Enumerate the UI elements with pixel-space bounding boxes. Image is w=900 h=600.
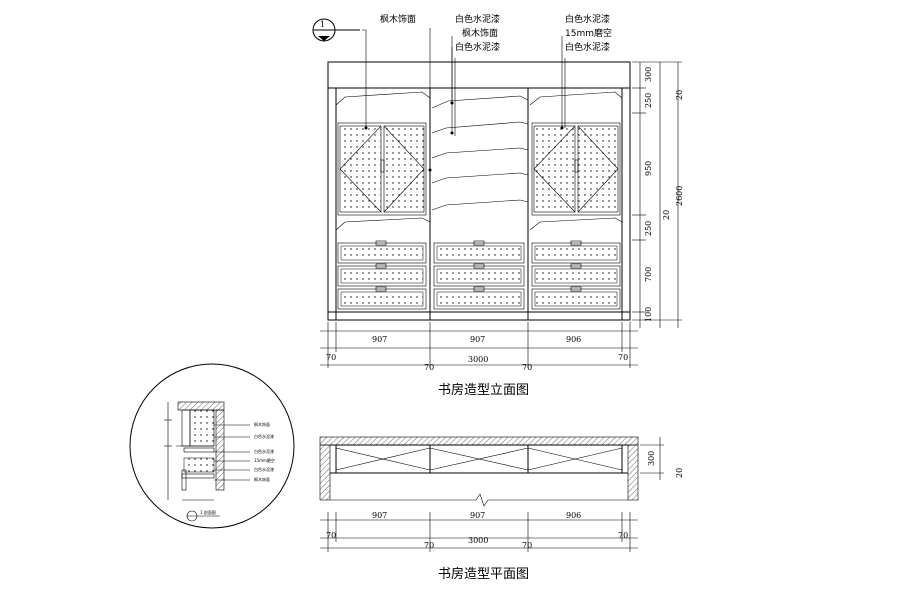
detail-marker: 1 剖面图 <box>186 509 220 522</box>
svg-text:300: 300 <box>644 67 653 82</box>
svg-text:70: 70 <box>424 541 434 550</box>
svg-text:907: 907 <box>470 511 485 520</box>
section-marker: 1 <box>312 18 360 42</box>
svg-text:70: 70 <box>618 353 628 362</box>
svg-text:白色水泥漆: 白色水泥漆 <box>254 448 274 454</box>
svg-text:250: 250 <box>644 93 653 108</box>
svg-text:1: 1 <box>320 20 325 29</box>
svg-text:70: 70 <box>522 363 532 372</box>
elevation-height-dims: 300 250 950 250 700 100 20 2600 20 <box>632 61 684 328</box>
svg-text:70: 70 <box>326 353 336 362</box>
plan-width-dims: 907 907 906 70 70 3000 70 70 <box>320 511 638 552</box>
section-detail: 枫木饰面 白色水泥漆 白色水泥漆 15mm磨空 白色水泥漆 枫木饰面 1 剖面图 <box>129 363 295 529</box>
svg-text:15mm磨空: 15mm磨空 <box>254 457 275 463</box>
total-width-dim: 3000 <box>468 355 488 364</box>
svg-text:枫木饰面: 枫木饰面 <box>254 421 270 427</box>
elevation-width-dims: 907 907 906 70 70 3000 70 70 <box>320 322 638 372</box>
svg-text:950: 950 <box>644 161 653 176</box>
svg-text:白色水泥漆: 白色水泥漆 <box>254 466 274 472</box>
svg-text:100: 100 <box>644 307 653 322</box>
svg-text:300: 300 <box>647 451 656 466</box>
svg-text:20: 20 <box>675 90 684 100</box>
callout-4: 白色水泥漆 <box>455 41 500 53</box>
width-dim-1: 907 <box>372 335 387 344</box>
leader-lines <box>362 28 566 321</box>
callout-6: 15mm磨空 <box>565 27 612 39</box>
svg-text:250: 250 <box>644 221 653 236</box>
svg-text:70: 70 <box>522 541 532 550</box>
elevation-view: 枫木饰面 白色水泥漆 枫木饰面 白色水泥漆 白色水泥漆 15mm磨空 白色水泥漆… <box>312 13 684 398</box>
plan-title: 书房造型平面图 <box>438 566 529 582</box>
detail-circle <box>129 363 295 529</box>
svg-text:70: 70 <box>326 531 336 540</box>
overall-height-dim: 2600 <box>675 186 684 206</box>
width-dim-2: 907 <box>470 335 485 344</box>
callout-1: 枫木饰面 <box>380 13 416 25</box>
svg-text:白色水泥漆: 白色水泥漆 <box>254 433 274 439</box>
elevation-outline <box>327 61 631 321</box>
svg-text:枫木饰面: 枫木饰面 <box>254 476 270 482</box>
plan-depth-dims: 300 20 <box>640 437 684 480</box>
svg-text:907: 907 <box>372 511 387 520</box>
callout-2: 白色水泥漆 <box>455 13 500 25</box>
width-dim-3: 906 <box>566 335 581 344</box>
left-cabinet <box>335 91 431 310</box>
detail-label: 1 剖面图 <box>200 509 216 515</box>
svg-text:3000: 3000 <box>468 536 488 545</box>
svg-text:700: 700 <box>644 267 653 282</box>
callout-7: 白色水泥漆 <box>565 41 610 53</box>
svg-text:906: 906 <box>566 511 581 520</box>
svg-text:70: 70 <box>424 363 434 372</box>
svg-text:20: 20 <box>662 210 671 220</box>
callout-5: 白色水泥漆 <box>565 13 610 25</box>
plan-view: 907 907 906 70 70 3000 70 70 300 20 书房造型… <box>319 436 684 582</box>
right-cabinet <box>529 91 623 310</box>
middle-shelves <box>431 95 529 310</box>
svg-text:20: 20 <box>675 468 684 478</box>
elevation-title: 书房造型立面图 <box>438 382 529 398</box>
callout-3: 枫木饰面 <box>462 27 498 39</box>
svg-text:70: 70 <box>618 531 628 540</box>
